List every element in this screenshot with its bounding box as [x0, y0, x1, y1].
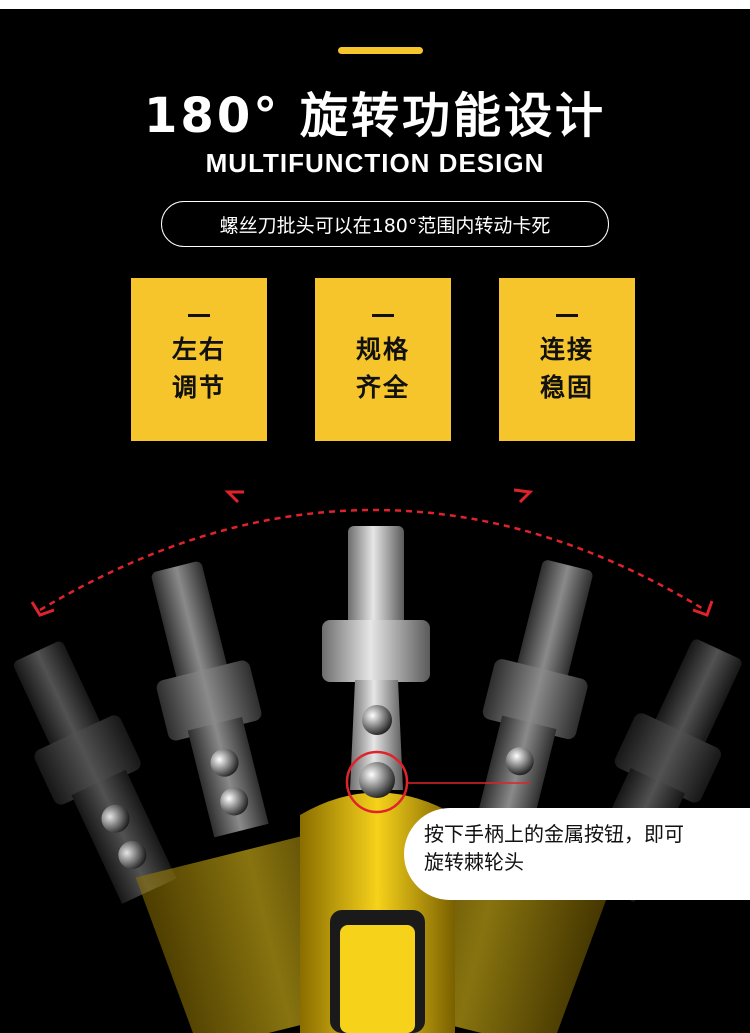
top-border — [0, 0, 750, 9]
callout-line-1: 按下手柄上的金属按钮，即可 — [424, 822, 684, 846]
description-pill: 螺丝刀批头可以在180°范围内转动卡死 — [161, 201, 609, 247]
arrow-right-icon — [692, 600, 714, 617]
product-illustration — [0, 470, 750, 1033]
dash-mark — [556, 314, 578, 317]
dash-mark — [372, 314, 394, 317]
callout-bubble: 按下手柄上的金属按钮，即可 旋转棘轮头 — [404, 808, 750, 900]
description-text: 螺丝刀批头可以在180°范围内转动卡死 — [219, 214, 551, 237]
feature-line-1: 连接 — [539, 335, 594, 364]
arrow-inner-left-icon — [224, 490, 244, 504]
page-title: 180° 旋转功能设计 — [144, 88, 606, 144]
feature-line-2: 齐全 — [355, 373, 410, 402]
arrow-left-icon — [30, 601, 55, 617]
feature-line-1: 规格 — [355, 335, 410, 364]
accent-bar — [338, 47, 423, 54]
rotation-arc — [39, 508, 706, 612]
callout-line-2: 旋转棘轮头 — [424, 850, 524, 874]
feature-line-2: 调节 — [171, 373, 226, 402]
feature-line-2: 稳固 — [539, 373, 594, 402]
feature-card-adjust: 左右 调节 — [131, 278, 267, 441]
dash-mark — [188, 314, 210, 317]
arrow-inner-right-icon — [513, 488, 534, 504]
feature-line-1: 左右 — [171, 335, 226, 364]
ratchet-screwdriver-illustration — [13, 488, 742, 1033]
feature-card-connection: 连接 稳固 — [499, 278, 635, 441]
feature-card-specs: 规格 齐全 — [315, 278, 451, 441]
button-highlight-circle — [345, 750, 409, 814]
page-subtitle: MULTIFUNCTION DESIGN — [205, 148, 545, 178]
